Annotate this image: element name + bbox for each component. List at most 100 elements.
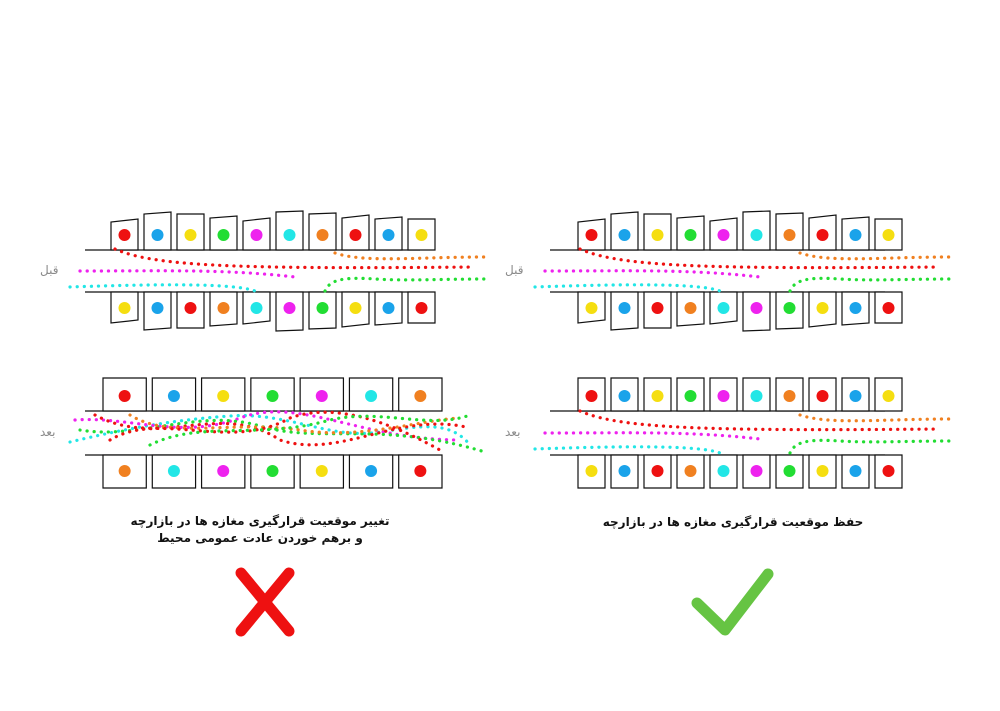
left-after-top-shop-dot xyxy=(266,390,279,402)
left-before-path-red xyxy=(113,247,477,270)
left-before-bottom-shop-dot xyxy=(151,302,164,314)
right-before-bottom-shop-dot xyxy=(750,302,763,314)
right-after-bottom-shop-dot xyxy=(849,465,862,477)
left-after-bottom-shop-dot xyxy=(414,465,427,477)
left-after-path-orange xyxy=(128,413,462,435)
right-before-bottom-shop-dot xyxy=(816,302,829,314)
right-after-bottom-shop-dot xyxy=(882,465,895,477)
right-after-path-red xyxy=(578,409,942,432)
label-after-left: بعد xyxy=(40,425,56,439)
left-after-top-shop-dot xyxy=(217,390,230,402)
right-before-top-shop-dot xyxy=(816,229,829,241)
left-after-top-shop-dot xyxy=(167,390,180,402)
left-after-path-red-2 xyxy=(108,410,442,452)
right-after-path-green xyxy=(788,438,952,455)
caption-right: حفظ موقعیت قرارگیری مغازه ها در بازارچه xyxy=(602,515,864,529)
right-before-top-shop-dot xyxy=(882,229,895,241)
left-after-top-shop-dot xyxy=(118,390,131,402)
left-before-top-shop-dot xyxy=(382,229,395,241)
left-before-top-shop-dot xyxy=(118,229,131,241)
right-after-top-shop-dot xyxy=(684,390,697,402)
left-before-top-shop-dot xyxy=(349,229,362,241)
left-before-bottom-shop-dot xyxy=(283,302,296,314)
right-before-top-shop-dot xyxy=(783,229,796,241)
left-before-path-magenta xyxy=(78,269,297,279)
left-before-bottom-shop-dot xyxy=(217,302,230,314)
right-after-top-shop-dot xyxy=(783,390,796,402)
right-before-bottom-shop-dot xyxy=(684,302,697,314)
right-after-top-shop-dot xyxy=(618,390,631,402)
left-before-top-shop-dot xyxy=(250,229,263,241)
left-after-path-green-2 xyxy=(148,413,472,447)
left-before-top-shop-dot xyxy=(316,229,329,241)
left-before-bottom-shop-dot xyxy=(250,302,263,314)
left-before-top-shop-dot xyxy=(283,229,296,241)
right-after-top-shop-dot xyxy=(717,390,730,402)
right-after-path-magenta xyxy=(543,431,762,441)
right-after-bottom-shop-dot xyxy=(783,465,796,477)
right-after-top-shop-dot xyxy=(882,390,895,402)
left-before-path-cyan xyxy=(68,283,257,293)
caption-left: تغییر موقعیت قرارگیری مغازه ها در بازارچ… xyxy=(110,513,410,547)
right-after-top-shop-dot xyxy=(816,390,829,402)
right-before-bottom-shop-dot xyxy=(882,302,895,314)
left-after-path-red xyxy=(93,413,472,447)
right-before-top-shop-dot xyxy=(651,229,664,241)
left-after-path-green xyxy=(78,418,487,454)
left-before-path-green xyxy=(323,276,487,293)
left-after-bottom-shop-dot xyxy=(167,465,180,477)
left-before-top-shop-dot xyxy=(151,229,164,241)
left-before-top-shop-dot xyxy=(217,229,230,241)
right-before-top-shop-dot xyxy=(684,229,697,241)
left-after-bottom-shop-dot xyxy=(118,465,131,477)
left-after-bottom-shop-dot xyxy=(365,465,378,477)
right-before-path-red xyxy=(578,247,942,270)
label-before-right: قبل xyxy=(505,263,524,277)
left-before-top-shop-dot xyxy=(415,229,428,241)
left-before-bottom-shop-dot xyxy=(349,302,362,314)
check-icon xyxy=(691,568,774,636)
right-after-top-shop-dot xyxy=(651,390,664,402)
right-before-bottom-shop-dot xyxy=(783,302,796,314)
left-after-bottom-shop-dot xyxy=(315,465,328,477)
right-before-top-shop-dot xyxy=(849,229,862,241)
right-before-bottom-shop-dot xyxy=(717,302,730,314)
right-before-top-shop-dot xyxy=(585,229,598,241)
right-after-bottom-shop-dot xyxy=(750,465,763,477)
right-before-top-shop-dot xyxy=(618,229,631,241)
left-before-path-orange xyxy=(333,251,487,261)
right-before-bottom-shop-dot xyxy=(618,302,631,314)
right-after-top-shop-dot xyxy=(849,390,862,402)
left-after-bottom-shop-dot xyxy=(266,465,279,477)
left-after-bottom-shop-dot xyxy=(217,465,230,477)
right-before-path-cyan xyxy=(533,283,722,293)
caption-left-line2: و برهم خوردن عادت عمومی محیط xyxy=(157,531,363,545)
right-after-bottom-shop-dot xyxy=(684,465,697,477)
left-after-top-shop-dot xyxy=(414,390,427,402)
right-after-top-shop-dot xyxy=(585,390,598,402)
left-before-bottom-shop-dot xyxy=(415,302,428,314)
left-before-bottom-shop-dot xyxy=(382,302,395,314)
right-after-path-cyan xyxy=(533,445,722,455)
cross-icon xyxy=(235,567,295,637)
right-before-top-shop-dot xyxy=(750,229,763,241)
left-before-bottom-shop-dot xyxy=(118,302,131,314)
right-after-bottom-shop-dot xyxy=(651,465,664,477)
left-before-top-shop-dot xyxy=(184,229,197,241)
right-after-bottom-shop-dot xyxy=(717,465,730,477)
right-after-bottom-shop-dot xyxy=(816,465,829,477)
left-after-top-shop-dot xyxy=(315,390,328,402)
right-before-path-orange xyxy=(798,251,952,261)
right-before-top-shop-dot xyxy=(717,229,730,241)
label-before-left: قبل xyxy=(40,263,59,277)
right-after-top-shop-dot xyxy=(750,390,763,402)
caption-left-line1: تغییر موقعیت قرارگیری مغازه ها در بازارچ… xyxy=(130,514,390,528)
label-after-right: بعد xyxy=(505,425,521,439)
right-after-bottom-shop-dot xyxy=(618,465,631,477)
right-after-bottom-shop-dot xyxy=(585,465,598,477)
left-after-path-cyan xyxy=(68,414,472,447)
right-after-path-orange xyxy=(798,413,952,423)
right-before-bottom-shop-dot xyxy=(585,302,598,314)
